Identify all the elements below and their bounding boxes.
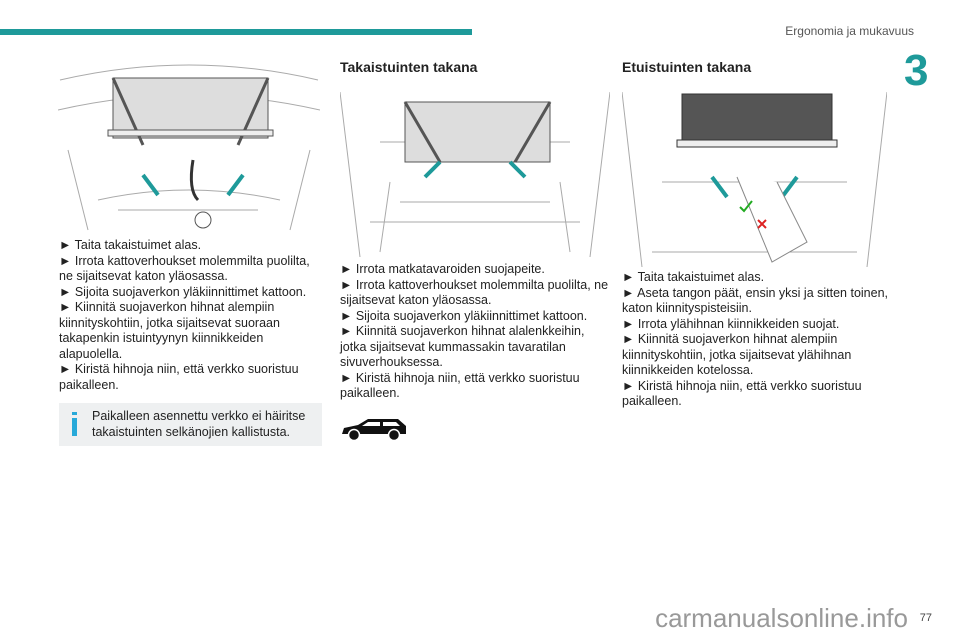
step: ► Kiinnitä suojaverkon hihnat alempiin k… [622, 332, 852, 377]
step: ► Sijoita suojaverkon yläkiinnittimet ka… [59, 284, 307, 299]
illustration-behind-rear-seats [340, 91, 610, 257]
heading-front-seats: Etuistuinten takana [622, 59, 752, 75]
step: ► Taita takaistuimet alas. [622, 270, 765, 284]
watermark: carmanualsonline.info [655, 603, 908, 633]
step: ► Kiristä hihnoja niin, että verkko suor… [59, 362, 299, 392]
step: ► Kiristä hihnoja niin, että verkko suor… [622, 378, 862, 409]
step: ► Kiinnitä suojaverkon hihnat alalenkkei… [340, 324, 585, 369]
step: ► Sijoita suojaverkon yläkiinnittimet ka… [340, 308, 588, 323]
step: ► Taita takaistuimet alas. [59, 238, 202, 252]
header-accent-bar [0, 29, 472, 35]
step: ► Kiinnitä suojaverkon hihnat alempiin k… [59, 300, 280, 361]
info-icon [72, 412, 77, 436]
step: ► Irrota matkatavaroiden suojapeite. [340, 262, 545, 276]
step: ► Irrota ylähihnan kiinnikkeiden suojat. [622, 316, 840, 331]
step: ► Kiristä hihnoja niin, että verkko suor… [340, 370, 580, 401]
info-note: Paikalleen asennettu verkko ei häiritse … [59, 403, 322, 446]
car-icon [342, 418, 406, 441]
column-1: ► Taita takaistuimet alas. ► Irrota katt… [59, 238, 324, 446]
illustration-behind-front-seats [622, 91, 887, 267]
column-2: ► Irrota matkatavaroiden suojapeite. ► I… [340, 262, 610, 442]
section-title: Ergonomia ja mukavuus [785, 24, 914, 38]
step: ► Irrota kattoverhoukset molemmilta puol… [340, 277, 609, 308]
step: ► Aseta tangon päät, ensin yksi ja sitte… [622, 285, 889, 316]
heading-rear-seats: Takaistuinten takana [340, 59, 478, 75]
column-3: ► Taita takaistuimet alas. ► Aseta tango… [622, 270, 890, 410]
illustration-rear-seats-net [58, 64, 320, 231]
page-number: 77 [919, 612, 932, 624]
step: ► Irrota kattoverhoukset molemmilta puol… [59, 253, 310, 284]
info-text: Paikalleen asennettu verkko ei häiritse … [92, 409, 306, 439]
chapter-number: 3 [904, 46, 929, 95]
